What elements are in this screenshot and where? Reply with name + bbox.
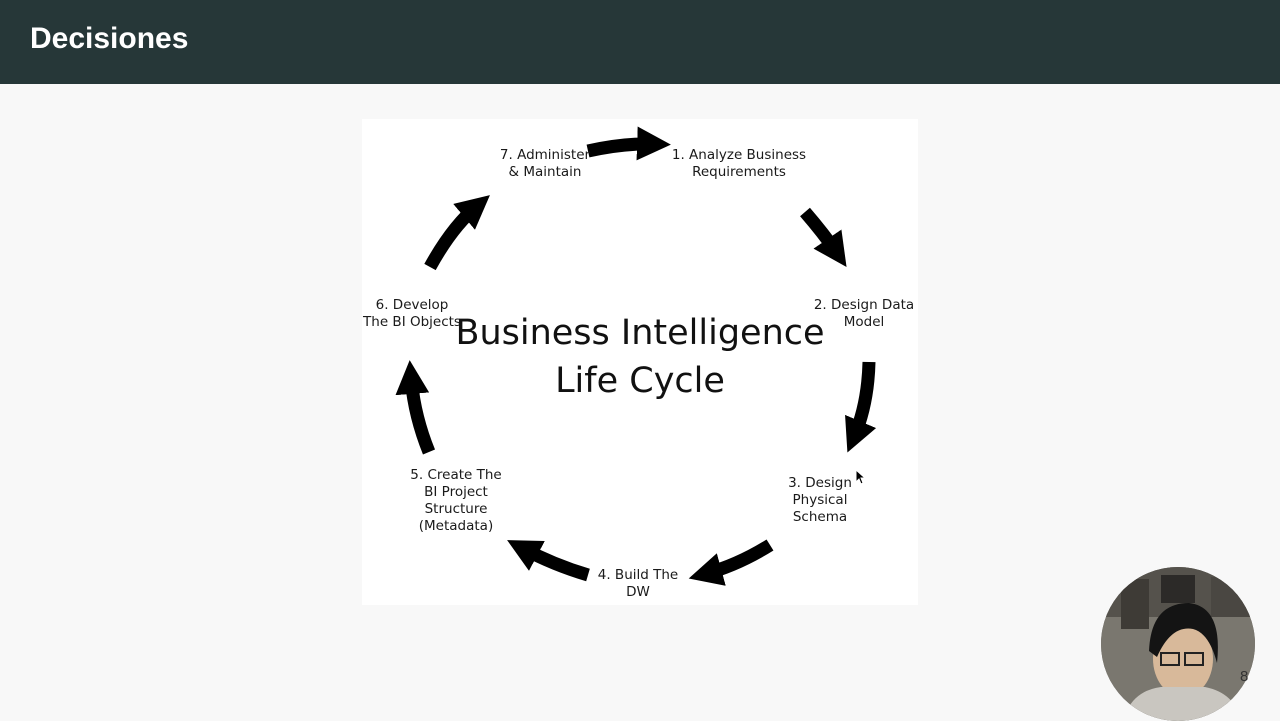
presenter-avatar-icon [1101, 567, 1255, 721]
diagram-title-line2: Life Cycle [555, 361, 725, 401]
bi-lifecycle-diagram: 7. Administer & Maintain 1. Analyze Busi… [362, 119, 918, 605]
cycle-arrows [395, 126, 877, 586]
presenter-webcam [1101, 567, 1255, 721]
arrow-6-to-7 [424, 195, 490, 271]
step-3-design-physical-schema: 3. Design Physical Schema [788, 475, 852, 525]
slide-header: Decisiones [0, 0, 1280, 84]
mouse-cursor-icon [855, 469, 865, 485]
step-4-build-dw: 4. Build The DW [597, 567, 679, 600]
diagram-title-line1: Business Intelligence [455, 313, 825, 353]
step-1-analyze: 1. Analyze Business Requirements [671, 147, 807, 180]
step-2-design-data-model: 2. Design Data Model [813, 297, 915, 330]
step-7-administer: 7. Administer & Maintain [499, 147, 591, 180]
arrow-2-to-3 [845, 361, 877, 453]
step-5-create-bi-project: 5. Create The BI Project Structure (Meta… [410, 467, 502, 534]
arrow-4-to-5 [507, 540, 590, 582]
arrow-7-to-1 [586, 126, 671, 161]
arrow-3-to-4 [688, 539, 774, 586]
arrow-1-to-2 [800, 207, 847, 267]
step-6-develop-bi-objects: 6. Develop The BI Objects [363, 297, 461, 330]
slide-page-number: 8 [1240, 668, 1249, 685]
slide-title: Decisiones [30, 22, 189, 55]
arrow-5-to-6 [395, 360, 436, 455]
